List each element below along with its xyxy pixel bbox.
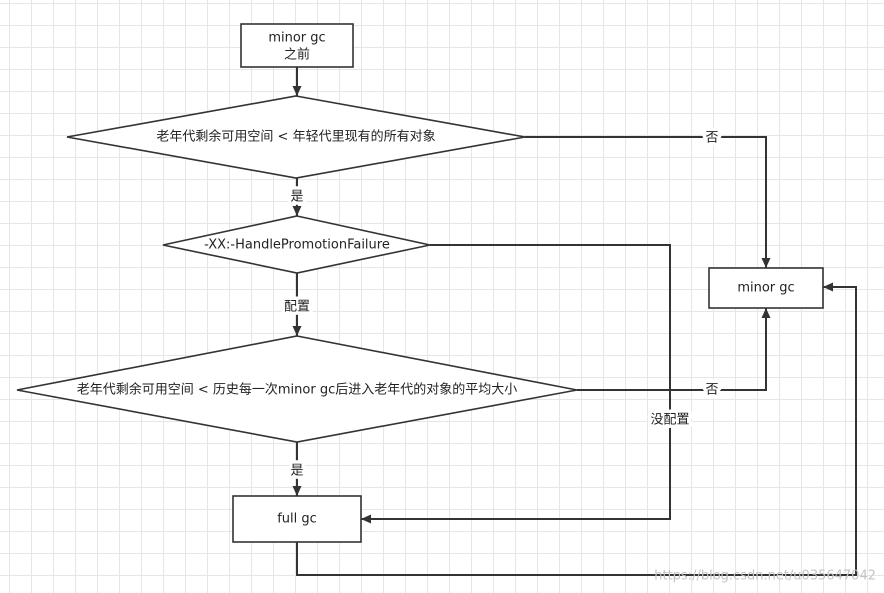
average-check-diamond: [16, 335, 578, 443]
full-gc-node: full gc: [232, 495, 362, 543]
full-gc-label: full gc: [277, 512, 317, 527]
full-gc-box: [232, 495, 362, 543]
flag-check-decision: -XX:-HandlePromotionFailure: [162, 215, 431, 274]
flag-check-label: -XX:-HandlePromotionFailure: [204, 238, 390, 253]
edge-label-average-no: 否: [705, 383, 718, 398]
edge-label-space-yes: 是: [290, 190, 303, 205]
start-node-box: [240, 23, 354, 68]
watermark-text: https://blog.csdn.net/u035647042: [654, 569, 876, 584]
edge-label-space-no: 否: [705, 131, 718, 146]
edge-flag-check-not-configured: [361, 244, 671, 524]
minor-gc-label: minor gc: [737, 281, 794, 296]
space-check-label: 老年代剩余可用空间 < 年轻代里现有的所有对象: [156, 129, 435, 145]
edge-label-flag-configured: 配置: [284, 300, 310, 315]
edge-space-check-no: [525, 136, 771, 268]
minor-gc-box: [708, 267, 824, 309]
average-check-label: 老年代剩余可用空间 < 历史每一次minor gc后进入老年代的对象的平均大小: [77, 382, 518, 398]
edge-full-gc-to-minor-gc: [296, 282, 857, 576]
start-node: minor gc 之前: [240, 23, 354, 68]
minor-gc-node: minor gc: [708, 267, 824, 309]
space-check-diamond: [66, 95, 526, 179]
edge-label-flag-not-configured: 没配置: [650, 413, 689, 428]
edge-average-check-no: [577, 308, 771, 391]
space-check-decision: 老年代剩余可用空间 < 年轻代里现有的所有对象: [66, 95, 526, 179]
average-check-decision: 老年代剩余可用空间 < 历史每一次minor gc后进入老年代的对象的平均大小: [16, 335, 578, 443]
start-node-label-line1: minor gc: [268, 31, 325, 46]
flag-check-diamond: [162, 215, 431, 274]
edge-label-average-yes: 是: [290, 464, 303, 479]
start-node-label-line2: 之前: [284, 47, 310, 63]
